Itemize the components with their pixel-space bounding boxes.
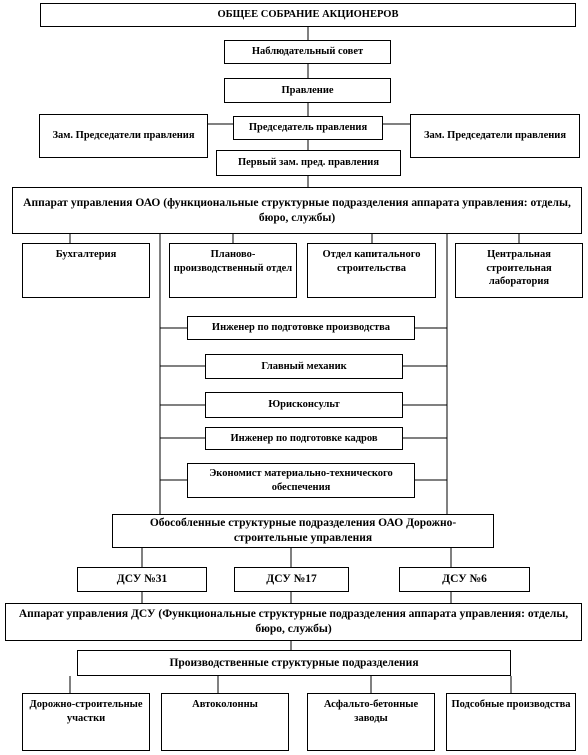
production-divisions-label: Производственные структурные подразделен…	[169, 656, 419, 669]
asphalt-plants-box: Асфальто-бетонные заводы	[307, 693, 435, 751]
deputy-chairmen-left-box: Зам. Председатели правления	[39, 114, 208, 158]
production-divisions-box: Производственные структурные подразделен…	[77, 650, 511, 676]
separate-divisions-box: Обособленные структурные подразделения О…	[112, 514, 494, 548]
planning-dept-label: Планово-производственный отдел	[173, 249, 293, 274]
hr-engineer-label: Инженер по подготовке кадров	[230, 432, 378, 444]
dsu-apparatus-label: Аппарат управления ДСУ (Функциональные с…	[18, 608, 569, 635]
first-deputy-box: Первый зам. пред. правления	[216, 150, 401, 176]
management-apparatus-box: Аппарат управления ОАО (функциональные с…	[12, 187, 582, 234]
deputy-chairmen-left-label: Зам. Председатели правления	[52, 130, 195, 142]
planning-dept-box: Планово-производственный отдел	[169, 243, 297, 298]
road-sections-label: Дорожно-строительные участки	[29, 699, 143, 724]
production-engineer-label: Инженер по подготовке производства	[211, 322, 391, 334]
board-box: Правление	[224, 78, 391, 103]
general-meeting-box: ОБЩЕЕ СОБРАНИЕ АКЦИОНЕРОВ	[40, 3, 576, 27]
dsu-17-label: ДСУ №17	[266, 573, 317, 586]
capital-construction-dept-label: Отдел капитального строительства	[322, 249, 421, 274]
road-sections-box: Дорожно-строительные участки	[22, 693, 150, 751]
dsu-31-box: ДСУ №31	[77, 567, 207, 592]
supply-economist-label: Экономист материально-технического обесп…	[209, 467, 393, 493]
deputy-chairmen-right-label: Зам. Председатели правления	[423, 130, 567, 142]
legal-counsel-label: Юрисконсульт	[268, 399, 340, 411]
hr-engineer-box: Инженер по подготовке кадров	[205, 427, 403, 450]
supply-economist-box: Экономист материально-технического обесп…	[187, 463, 415, 498]
motor-columns-label: Автоколонны	[192, 699, 258, 710]
asphalt-plants-label: Асфальто-бетонные заводы	[323, 699, 419, 724]
production-engineer-box: Инженер по подготовке производства	[187, 316, 415, 340]
deputy-chairmen-right-box: Зам. Председатели правления	[410, 114, 580, 158]
first-deputy-label: Первый зам. пред. правления	[237, 157, 380, 169]
accounting-label: Бухгалтерия	[55, 249, 117, 260]
supervisory-board-label: Наблюдательный совет	[251, 46, 364, 58]
dsu-6-box: ДСУ №6	[399, 567, 530, 592]
supervisory-board-box: Наблюдательный совет	[224, 40, 391, 64]
separate-divisions-label: Обособленные структурные подразделения О…	[149, 517, 457, 544]
chief-mechanic-label: Главный механик	[261, 360, 347, 372]
capital-construction-dept-box: Отдел капитального строительства	[307, 243, 436, 298]
dsu-17-box: ДСУ №17	[234, 567, 349, 592]
central-lab-box: Центральная строительная лаборатория	[455, 243, 583, 298]
management-apparatus-label: Аппарат управления ОАО (функциональные с…	[23, 196, 571, 224]
chief-mechanic-box: Главный механик	[205, 354, 403, 379]
motor-columns-box: Автоколонны	[161, 693, 289, 751]
dsu-6-label: ДСУ №6	[442, 573, 487, 586]
auxiliary-production-box: Подсобные производства	[446, 693, 576, 751]
central-lab-label: Центральная строительная лаборатория	[486, 249, 552, 288]
dsu-31-label: ДСУ №31	[116, 573, 168, 586]
board-label: Правление	[281, 84, 334, 96]
general-meeting-label: ОБЩЕЕ СОБРАНИЕ АКЦИОНЕРОВ	[217, 9, 399, 21]
dsu-apparatus-box: Аппарат управления ДСУ (Функциональные с…	[5, 603, 582, 641]
chairman-label: Председатель правления	[248, 122, 368, 134]
legal-counsel-box: Юрисконсульт	[205, 392, 403, 418]
auxiliary-production-label: Подсобные производства	[451, 699, 571, 710]
chairman-box: Председатель правления	[233, 116, 383, 140]
accounting-box: Бухгалтерия	[22, 243, 150, 298]
